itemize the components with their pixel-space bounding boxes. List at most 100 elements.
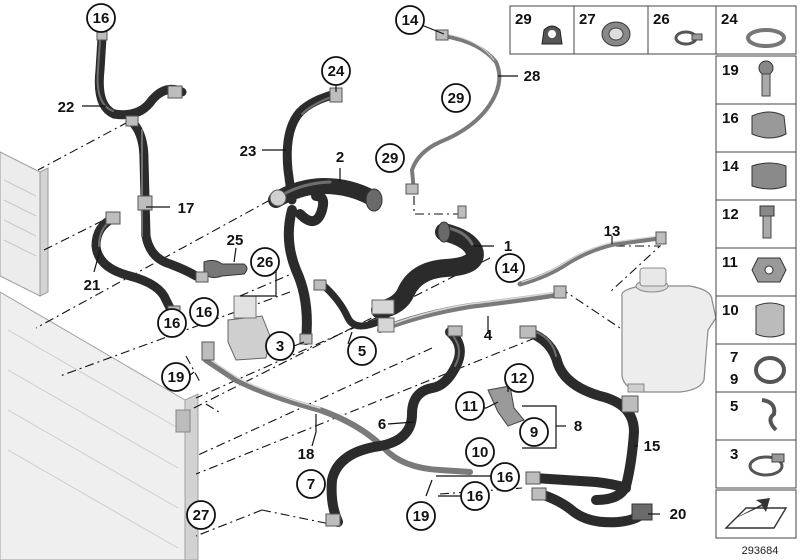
clip-16-icon <box>751 111 787 139</box>
callout-26: 26 <box>250 247 280 277</box>
legend-label: 19 <box>722 62 739 79</box>
band-clamp-24-icon <box>746 28 786 48</box>
legend-label: 29 <box>515 11 532 28</box>
callout-label: 23 <box>240 143 257 160</box>
callout-label: 6 <box>378 416 386 433</box>
callout-label: 28 <box>524 68 541 85</box>
callout-label: 26 <box>257 254 274 271</box>
callout-16-mid: 16 <box>189 297 219 327</box>
callout-label: 17 <box>178 200 195 217</box>
legend-label: 3 <box>730 446 738 463</box>
callout-11: 11 <box>455 391 485 421</box>
callout-16-top: 16 <box>86 3 116 33</box>
expansion-tank <box>621 267 717 393</box>
callout-14-mid: 14 <box>495 253 525 283</box>
callout-21: 21 <box>84 277 101 294</box>
legend-label: 27 <box>579 11 596 28</box>
reference-number: 293684 <box>742 545 779 557</box>
callout-label: 1 <box>504 238 512 255</box>
legend-label: 5 <box>730 398 738 415</box>
callout-29-top: 29 <box>441 83 471 113</box>
bolt-19-icon <box>758 60 774 97</box>
callout-16-left: 16 <box>157 308 187 338</box>
callout-24: 24 <box>321 56 351 86</box>
legend-label: 26 <box>653 11 670 28</box>
callout-1: 1 <box>504 238 512 255</box>
clip-29-icon <box>541 25 563 45</box>
legend-label: 11 <box>722 254 738 271</box>
callout-label: 18 <box>298 446 315 463</box>
clamp-7-9-icon <box>754 356 786 384</box>
callout-label: 8 <box>574 418 582 435</box>
callout-7: 7 <box>296 469 326 499</box>
callout-2: 2 <box>336 149 344 166</box>
callout-label: 22 <box>58 99 75 116</box>
callout-29-mid: 29 <box>375 143 405 173</box>
callout-label: 15 <box>644 438 661 455</box>
legend-label: 9 <box>730 371 738 388</box>
legend-label: 14 <box>722 158 739 175</box>
callout-16-lower-b: 16 <box>460 481 490 511</box>
callout-22: 22 <box>58 99 75 116</box>
callout-23: 23 <box>240 143 257 160</box>
callout-label: 27 <box>193 507 210 524</box>
callout-label: 16 <box>164 315 181 332</box>
legend-label: 24 <box>721 11 738 28</box>
callout-label: 19 <box>413 508 430 525</box>
callout-label: 7 <box>307 476 315 493</box>
radiator-upper <box>0 151 49 297</box>
callout-3: 3 <box>265 331 295 361</box>
callout-28: 28 <box>524 68 541 85</box>
callout-17: 17 <box>178 200 195 217</box>
callout-label: 24 <box>328 63 345 80</box>
callout-label: 16 <box>93 10 110 27</box>
callout-label: 25 <box>227 232 244 249</box>
callout-8: 8 <box>574 418 582 435</box>
legend-label: 16 <box>722 110 739 127</box>
callout-5: 5 <box>347 336 377 366</box>
callout-label: 29 <box>448 90 465 107</box>
clip-5-icon <box>761 398 778 432</box>
worm-clamp-3-icon <box>748 453 785 477</box>
radiator-main <box>0 291 199 560</box>
hose-clamp-26-icon <box>674 30 703 46</box>
callout-label: 5 <box>358 343 366 360</box>
callout-label: 11 <box>462 398 478 415</box>
callout-label: 4 <box>484 327 493 344</box>
callout-19-lower: 19 <box>406 501 436 531</box>
callout-16-lower-a: 16 <box>490 462 520 492</box>
callout-label: 2 <box>336 149 344 166</box>
callout-label: 16 <box>497 469 514 486</box>
callout-27: 27 <box>186 500 216 530</box>
callout-10: 10 <box>465 437 495 467</box>
callout-label: 13 <box>604 223 621 240</box>
callout-9: 9 <box>519 417 549 447</box>
nut-11-icon <box>751 257 787 283</box>
callout-25: 25 <box>227 232 244 249</box>
callout-13: 13 <box>604 223 621 240</box>
callout-18: 18 <box>298 446 315 463</box>
callout-label: 3 <box>276 338 284 355</box>
callout-20: 20 <box>670 506 687 523</box>
components <box>125 29 717 527</box>
callout-label: 10 <box>472 444 489 461</box>
hoses <box>91 27 663 528</box>
legend-label: 10 <box>722 302 739 319</box>
callout-label: 19 <box>168 369 185 386</box>
fitting-27-icon <box>601 21 631 47</box>
callout-6: 6 <box>378 416 386 433</box>
callout-12: 12 <box>504 363 534 393</box>
callout-label: 21 <box>84 277 101 294</box>
callout-label: 12 <box>511 370 528 387</box>
callouts: 16 22 17 21 25 26 16 16 19 3 5 23 24 2 2… <box>58 3 687 531</box>
callout-label: 20 <box>670 506 687 523</box>
callout-label: 16 <box>196 304 213 321</box>
clip-10-icon <box>755 302 785 338</box>
callout-label: 16 <box>467 488 484 505</box>
clamp-14-icon <box>751 162 787 190</box>
bolt-12-icon <box>759 205 775 239</box>
callout-label: 14 <box>502 260 519 277</box>
legend-right-column: 19 16 14 12 11 10 7 9 5 3 <box>715 55 797 539</box>
legend-label: 12 <box>722 206 739 223</box>
